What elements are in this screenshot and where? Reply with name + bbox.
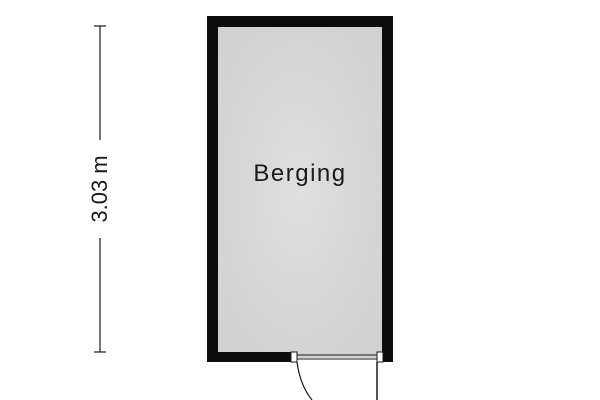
room-label: Berging <box>253 160 346 187</box>
door-jamb-left <box>290 351 298 363</box>
door-swing-arc <box>296 361 313 400</box>
room-floor <box>210 20 388 358</box>
wall-bottom-left <box>207 352 291 362</box>
door <box>290 351 384 400</box>
dimension-indicator: 3.03 m <box>87 25 112 353</box>
wall-right <box>382 16 393 362</box>
wall-top <box>207 16 393 27</box>
wall-bottom-right <box>383 352 393 362</box>
door-jamb-right <box>376 351 384 363</box>
dimension-label: 3.03 m <box>87 155 112 222</box>
room-storage: Berging <box>207 16 393 400</box>
wall-left <box>207 16 218 362</box>
